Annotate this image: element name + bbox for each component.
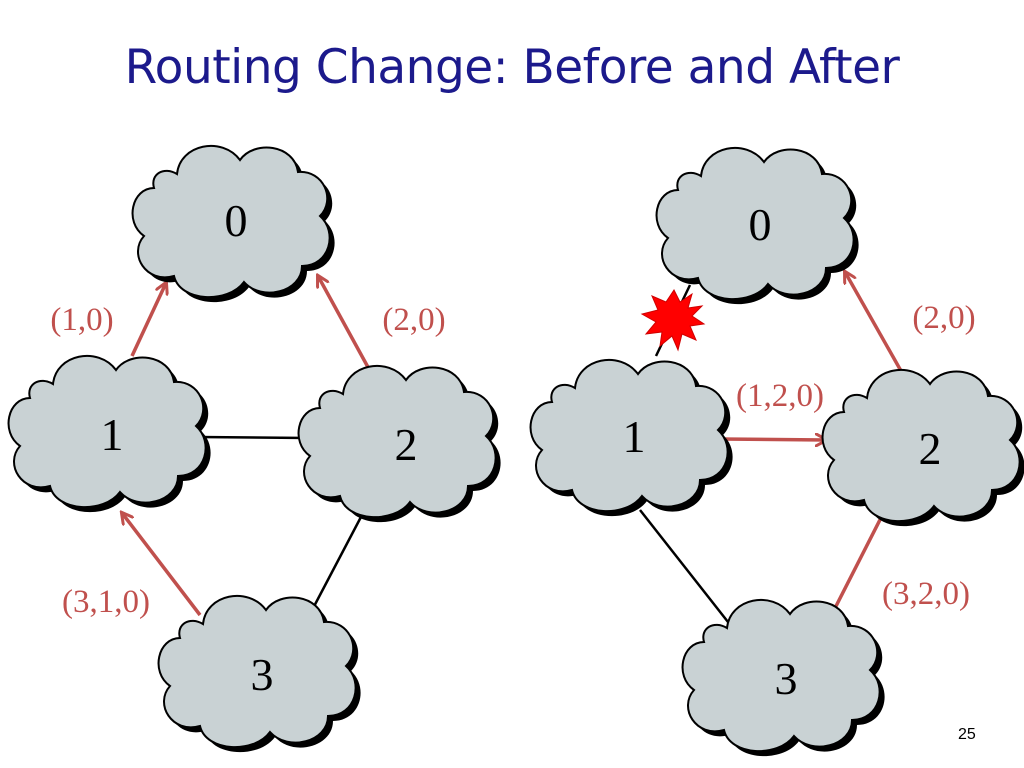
link-1-2-before [197, 435, 309, 440]
link-1-3-after [639, 509, 729, 623]
route-label-1-before: (1,0) [50, 302, 113, 338]
route-arrow-3-2-after [830, 508, 886, 615]
node-label-3-before: 3 [251, 649, 274, 700]
node-label-2-before: 2 [395, 419, 418, 470]
node-label-2-after: 2 [919, 423, 942, 474]
route-arrow-2-0-after [845, 272, 907, 379]
node-label-0-before: 0 [225, 195, 248, 246]
route-label-2-after: (2,0) [912, 300, 975, 336]
node-label-1-after: 1 [623, 411, 646, 462]
node-label-3-after: 3 [775, 653, 798, 704]
route-arrow-2-0-before [318, 276, 377, 381]
route-arrow-1-0-before [130, 283, 166, 357]
node-label-1-before: 1 [101, 409, 124, 460]
link-failure-burst-icon [640, 289, 706, 352]
link-2-3-before [308, 514, 364, 615]
route-arrow-3-1-before [122, 513, 202, 617]
route-label-1-after: (1,2,0) [736, 378, 824, 414]
route-label-3-after: (3,2,0) [882, 576, 970, 612]
route-label-2-before: (2,0) [382, 302, 445, 338]
page-number: 25 [958, 726, 976, 743]
route-label-3-before: (3,1,0) [62, 584, 150, 620]
node-label-0-after: 0 [749, 199, 772, 250]
route-arrow-1-2-after [719, 439, 826, 440]
slide-title: Routing Change: Before and After [124, 40, 900, 95]
